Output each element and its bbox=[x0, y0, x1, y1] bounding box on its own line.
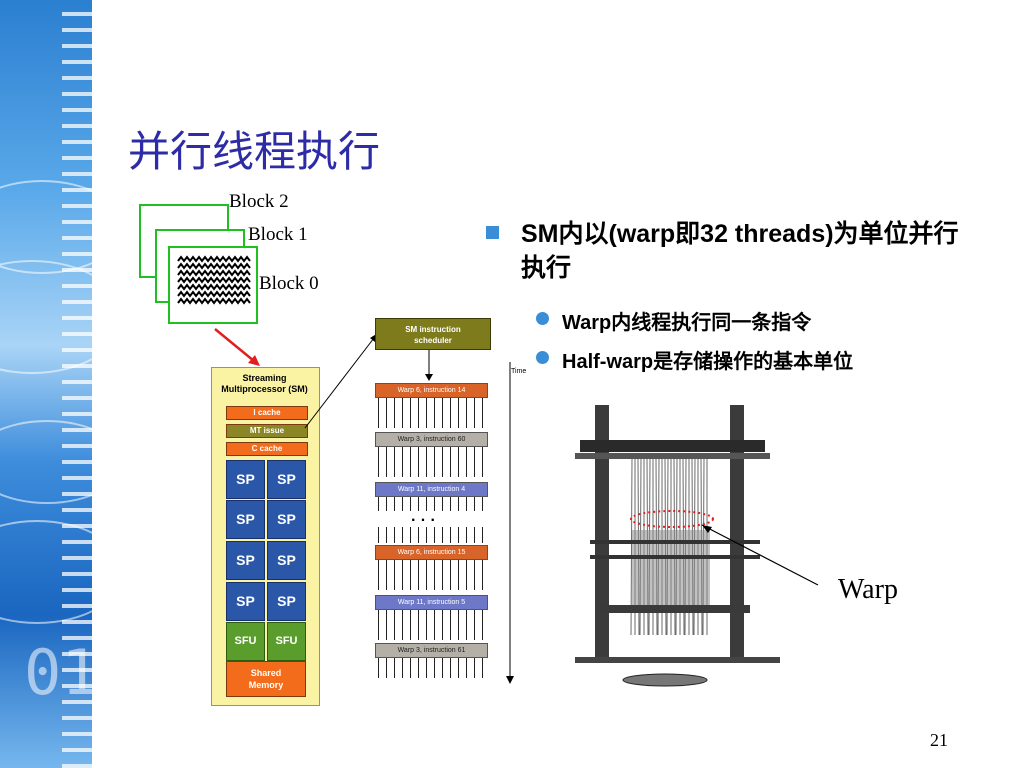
sub-bullet-text: Warp内线程执行同一条指令 bbox=[562, 312, 812, 334]
shared-memory-line1: Shared bbox=[250, 668, 282, 678]
instruction-row: Warp 6, instruction 15 bbox=[375, 545, 488, 560]
instruction-row: Warp 3, instruction 61 bbox=[375, 643, 488, 658]
warp-highlight-ellipse bbox=[630, 510, 714, 528]
sp-cell: SP bbox=[226, 500, 265, 539]
thread-squiggle bbox=[177, 276, 251, 284]
block-0-label: Block 0 bbox=[259, 273, 319, 294]
swirl-decoration bbox=[0, 520, 92, 624]
thread-arrows bbox=[378, 610, 486, 640]
instruction-row: Warp 11, instruction 4 bbox=[375, 482, 488, 497]
sp-cell: SP bbox=[267, 500, 306, 539]
instruction-row: Warp 3, instruction 60 bbox=[375, 432, 488, 447]
shared-memory-block: Shared Memory bbox=[226, 661, 306, 697]
thread-arrows bbox=[378, 527, 486, 543]
main-bullet-text: SM内以(warp即32 threads)为单位并行执行 bbox=[521, 220, 959, 282]
slide-title: 并行线程执行 bbox=[128, 127, 381, 176]
sp-cell: SP bbox=[226, 582, 265, 621]
loom-crossbar bbox=[590, 555, 760, 559]
block-2-label: Block 2 bbox=[229, 191, 289, 212]
sm-instruction-scheduler: SM instruction scheduler bbox=[375, 318, 491, 350]
thread-squiggles bbox=[177, 255, 251, 305]
sfu-cell: SFU bbox=[226, 622, 265, 661]
thread-arrows bbox=[378, 398, 486, 428]
sp-cell: SP bbox=[267, 541, 306, 580]
sub-bullet-text: Half-warp是存储操作的基本单位 bbox=[562, 351, 854, 373]
bullet-dot-icon bbox=[536, 312, 549, 325]
instruction-row: Warp 11, instruction 5 bbox=[375, 595, 488, 610]
sp-cell: SP bbox=[267, 582, 306, 621]
thread-squiggle bbox=[177, 297, 251, 305]
sm-title-line2: Multiprocessor (SM) bbox=[221, 384, 308, 394]
red-arrow bbox=[214, 328, 260, 366]
left-decoration-strip bbox=[0, 0, 92, 768]
loom-base bbox=[575, 657, 780, 663]
sp-cell: SP bbox=[267, 460, 306, 499]
decorative-digits: 0110 bbox=[24, 636, 174, 709]
page-number: 21 bbox=[930, 730, 948, 750]
bullet-square-icon bbox=[486, 226, 499, 239]
thread-arrows bbox=[378, 447, 486, 477]
scheduler-connector-arrow bbox=[304, 333, 378, 429]
warp-pointer-line bbox=[701, 524, 819, 586]
bullet-dot-icon bbox=[536, 351, 549, 364]
warp-label: Warp bbox=[838, 574, 898, 605]
swirl-decoration bbox=[0, 260, 92, 374]
loom-right-post bbox=[730, 405, 744, 660]
scheduler-line2: scheduler bbox=[414, 336, 452, 345]
loom-bottom-beam bbox=[600, 605, 750, 613]
thread-arrows bbox=[378, 497, 486, 511]
thread-squiggle bbox=[177, 290, 251, 298]
sfu-cell: SFU bbox=[267, 622, 306, 661]
thread-squiggle bbox=[177, 269, 251, 277]
sm-title-line1: Streaming bbox=[242, 373, 287, 383]
swirl-decoration bbox=[0, 420, 92, 504]
shared-memory-line2: Memory bbox=[248, 680, 284, 690]
scheduler-line1: SM instruction bbox=[405, 325, 461, 334]
thread-squiggle bbox=[177, 262, 251, 270]
i-cache-bar: I cache bbox=[226, 406, 308, 420]
block-stack-diagram bbox=[139, 204, 258, 324]
thread-arrows bbox=[378, 658, 486, 678]
scheduler-down-arrow bbox=[425, 350, 433, 381]
mt-issue-bar: MT issue bbox=[226, 424, 308, 438]
ellipsis: · · · bbox=[411, 512, 436, 529]
time-axis-arrow bbox=[506, 362, 514, 684]
loom-top-beam-2 bbox=[575, 453, 770, 459]
sp-cell: SP bbox=[226, 541, 265, 580]
loom-illustration bbox=[575, 405, 819, 687]
loom-shuttle bbox=[622, 673, 708, 687]
sp-cell: SP bbox=[226, 460, 265, 499]
loom-crossbar bbox=[590, 540, 760, 544]
time-label: Time bbox=[511, 368, 527, 375]
sm-title: Streaming Multiprocessor (SM) bbox=[211, 373, 318, 395]
thread-squiggle bbox=[177, 283, 251, 291]
loom-top-beam bbox=[580, 440, 765, 452]
instruction-row: Warp 6, instruction 14 bbox=[375, 383, 488, 398]
loom-left-post bbox=[595, 405, 609, 660]
thread-arrows bbox=[378, 560, 486, 590]
block-1-label: Block 1 bbox=[248, 224, 308, 245]
thread-squiggle bbox=[177, 255, 251, 263]
c-cache-bar: C cache bbox=[226, 442, 308, 456]
